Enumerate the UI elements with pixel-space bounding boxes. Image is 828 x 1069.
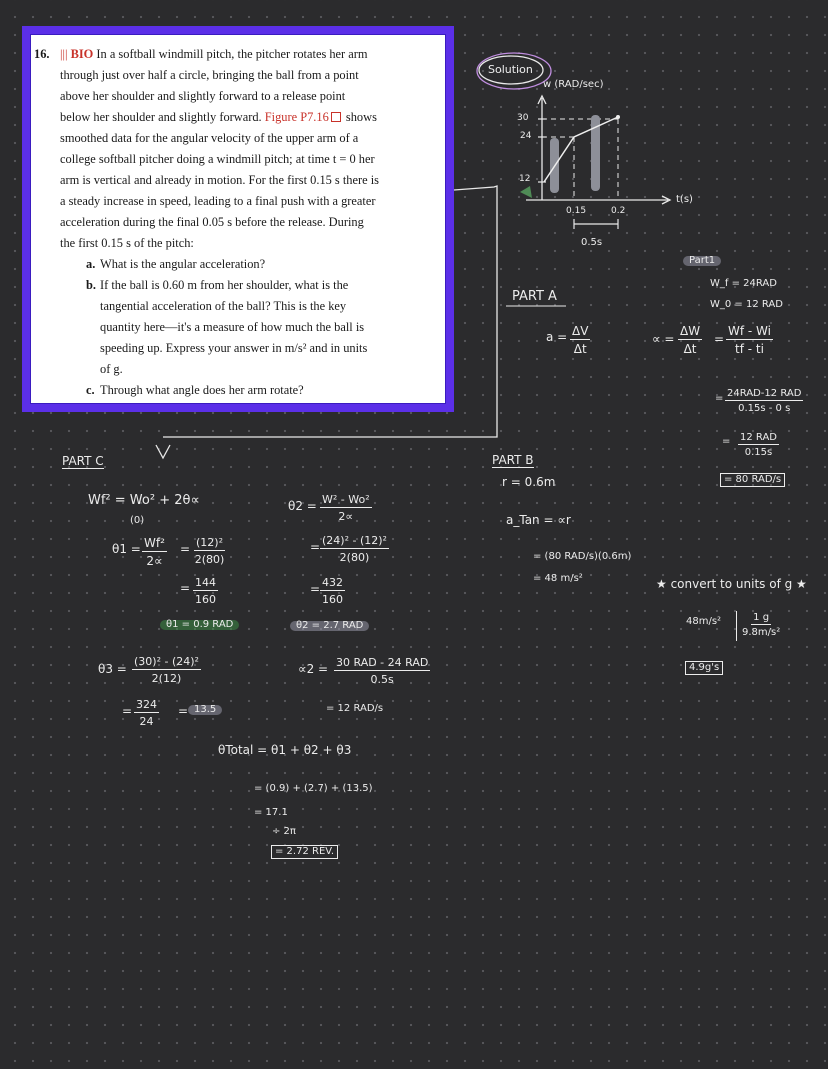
- graph-span-label: 0.5s: [581, 237, 603, 248]
- equals-sign: =: [714, 332, 725, 346]
- graph-x-tick: 0.15: [566, 206, 587, 216]
- part1-step-fraction: 24RAD-12 RAD 0.15s - 0 s: [725, 388, 804, 414]
- problem-line: college softball pitcher doing a windmil…: [60, 152, 375, 166]
- theta2-fraction-2: (24)² - (12)² 2(80): [320, 534, 389, 564]
- graph-y-tick: 24: [520, 131, 532, 141]
- problem-line: a steady increase in speed, leading to a…: [60, 194, 376, 208]
- problem-line: above her shoulder and slightly forward …: [60, 89, 346, 103]
- graph-y-tick: 12: [519, 174, 531, 184]
- problem-text: 16. ||| BIO In a softball windmill pitch…: [34, 44, 430, 401]
- part-c-heading: PART C: [62, 454, 104, 469]
- theta3-fraction: (30)² - (24)² 2(12): [132, 655, 201, 685]
- problem-line: acceleration during the final 0.05 s bef…: [60, 215, 364, 229]
- conversion-lhs: 48m/s²: [686, 616, 722, 627]
- part-a-fraction: ΔV Δt: [570, 324, 591, 356]
- equals-sign: =: [715, 393, 724, 404]
- theta-total-sum: = 17.1: [254, 807, 288, 818]
- question-a: a. What is the angular acceleration?: [86, 257, 266, 271]
- equals-sign: =: [180, 581, 191, 595]
- external-link-icon: [330, 112, 341, 122]
- graph-y-label: w (RAD/sec): [543, 79, 604, 90]
- problem-line: In a softball windmill pitch, the pitche…: [96, 47, 368, 61]
- theta1-fraction-2: (12)² 2(80): [194, 536, 225, 566]
- theta2-result: θ2 = 2.7 RAD: [290, 621, 370, 631]
- problem-line: arm is vertical and already in motion. F…: [60, 173, 379, 187]
- part1-w0: W_0 = 12 RAD: [710, 299, 783, 310]
- theta3-lhs: θ3 =: [98, 662, 127, 676]
- part1-result: = 80 RAD/s: [720, 473, 786, 487]
- part1-alpha-lhs: ∝ =: [652, 332, 675, 346]
- part1-fraction: ΔW Δt: [678, 324, 703, 356]
- alpha2-fraction: 30 RAD - 24 RAD 0.5s: [334, 656, 431, 686]
- convert-note: ★ convert to units of g ★: [656, 577, 807, 591]
- theta-total-result: = 2.72 REV.: [271, 845, 338, 859]
- conversion-divider: [736, 611, 737, 641]
- equals-sign: =: [178, 704, 189, 718]
- bio-tag: BIO: [70, 47, 94, 61]
- alpha2-lhs: ∝2 =: [298, 662, 329, 676]
- part-a-heading: PART A: [512, 289, 557, 304]
- theta3-result: 13.5: [188, 705, 223, 715]
- part1-step2-fraction: 12 RAD 0.15s: [738, 432, 779, 458]
- theta-total-div: ÷ 2π: [272, 826, 296, 837]
- equals-sign: =: [310, 582, 321, 596]
- problem-line: shows: [345, 110, 377, 124]
- alpha2-result: = 12 RAD/s: [326, 703, 384, 714]
- difficulty-marker: |||: [60, 47, 68, 61]
- graph-x-tick: 0.2: [611, 206, 626, 216]
- theta1-lhs: θ1 =: [112, 542, 141, 556]
- problem-line: through just over half a circle, bringin…: [60, 68, 359, 82]
- part1-fraction-2: Wf - Wi tf - ti: [726, 324, 773, 356]
- equals-sign: =: [310, 540, 321, 554]
- theta1-fraction-3: 144 160: [193, 576, 218, 606]
- graph-y-tick: 30: [517, 113, 529, 123]
- part1-wf: W_f = 24RAD: [710, 278, 777, 289]
- equals-sign: =: [722, 436, 731, 447]
- theta2-fraction-3: 432 160: [320, 576, 345, 606]
- theta1-result: θ1 = 0.9 RAD: [160, 620, 240, 630]
- theta2-lhs: θ2 =: [288, 499, 317, 513]
- solution-label: Solution: [488, 63, 533, 76]
- part-b-step2: = 48 m/s²: [533, 573, 583, 584]
- figure-link[interactable]: Figure P7.16: [264, 110, 329, 124]
- conversion-fraction: 1 g 9.8m/s²: [742, 612, 781, 638]
- question-b: b. If the ball is 0.60 m from her should…: [86, 278, 368, 376]
- part-c-eq1-sub: (0): [130, 515, 145, 526]
- theta-total-line: θTotal = θ1 + θ2 + θ3: [218, 743, 352, 757]
- problem-line: below her shoulder and slightly forward.: [60, 110, 262, 124]
- theta2-fraction: W² - Wo² 2∝: [320, 493, 372, 523]
- equals-sign: =: [180, 542, 191, 556]
- graph-x-label: t(s): [676, 194, 693, 205]
- part1-tag: Part1: [683, 256, 722, 266]
- part-c-eq1: Wf² = Wo² + 2θ∝: [88, 493, 200, 508]
- part-b-formula: a_Tan = ∝r: [506, 513, 571, 527]
- part-b-heading: PART B: [492, 453, 534, 468]
- equals-sign: =: [122, 704, 133, 718]
- part-a-formula-lhs: a =: [546, 330, 568, 344]
- problem-line: smoothed data for the angular velocity o…: [60, 131, 359, 145]
- part-b-result: 4.9g's: [685, 661, 724, 675]
- question-c: c. Through what angle does her arm rotat…: [86, 383, 304, 397]
- problem-line: the first 0.15 s of the pitch:: [60, 236, 194, 250]
- theta3-fraction-2: 324 24: [134, 698, 159, 728]
- problem-card: 16. ||| BIO In a softball windmill pitch…: [22, 26, 454, 412]
- part-b-radius: r = 0.6m: [502, 475, 556, 489]
- problem-number: 16.: [34, 47, 50, 61]
- theta1-fraction: Wf² 2∝: [142, 536, 167, 568]
- part-b-step1: = (80 RAD/s)(0.6m): [533, 551, 632, 562]
- theta-total-sub: = (0.9) + (2.7) + (13.5): [254, 783, 373, 794]
